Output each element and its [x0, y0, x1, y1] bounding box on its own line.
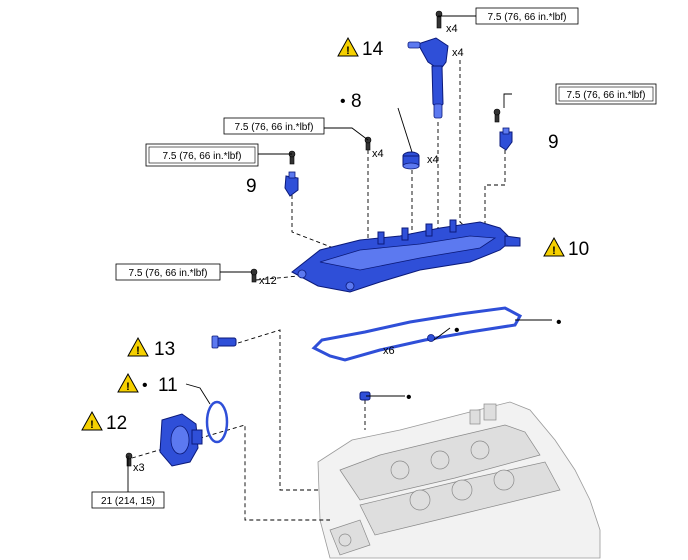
warning-icon-12: ! [81, 410, 103, 431]
torque-text-cover-bolts: 7.5 (76, 66 in.*lbf) [129, 268, 208, 279]
qty-coil-bolt: x4 [446, 23, 458, 35]
torque-label-bottom: 21 (214, 15) [91, 491, 165, 509]
pump-bolt [125, 452, 133, 467]
o-ring [205, 400, 229, 444]
warning-glyph: ! [126, 381, 130, 393]
qty-pump-bolt: x3 [133, 462, 145, 474]
cover-bolt [250, 268, 258, 283]
spark-plug-tube-seal [402, 151, 420, 170]
warning-icon-11: ! [117, 372, 139, 393]
torque-label-mid-plain: 7.5 (76, 66 in.*lbf) [223, 117, 325, 135]
callout-8: 8 [351, 91, 362, 112]
oil-control-valve [211, 335, 237, 349]
warning-icon-13: ! [127, 336, 149, 357]
callout-9-right: 9 [548, 132, 559, 153]
engine-cylinder-head [317, 401, 601, 559]
callout-14: 14 [362, 39, 384, 60]
callout-9-left: 9 [246, 176, 257, 197]
torque-text-top-coil: 7.5 (76, 66 in.*lbf) [488, 12, 567, 23]
camshaft-sensor-right [499, 127, 513, 151]
qty-seal: x4 [427, 154, 439, 166]
qty-gasket: x6 [383, 345, 395, 357]
camshaft-sensor-left [284, 171, 299, 197]
warning-icon-14: ! [337, 36, 359, 57]
qty-coil: x4 [452, 47, 464, 59]
warning-glyph: ! [552, 245, 556, 257]
warning-glyph: ! [346, 45, 350, 57]
torque-text-left-box: 7.5 (76, 66 in.*lbf) [163, 151, 242, 162]
torque-label-cover-bolts: 7.5 (76, 66 in.*lbf) [115, 263, 221, 281]
callout-10: 10 [568, 239, 589, 260]
callout-11: 11 [158, 375, 178, 396]
callout-13: 13 [154, 339, 175, 360]
warning-icon-10: ! [543, 236, 565, 257]
bullet-marker-11: • [142, 377, 148, 394]
bullet-marker-gasket-left: • [454, 322, 460, 339]
qty-seal-bolt: x4 [372, 148, 384, 160]
torque-text-mid-plain: 7.5 (76, 66 in.*lbf) [235, 122, 314, 133]
torque-text-right-box: 7.5 (76, 66 in.*lbf) [567, 90, 646, 101]
torque-label-left-box: 7.5 (76, 66 in.*lbf) [145, 143, 259, 167]
warning-glyph: ! [90, 419, 94, 431]
bullet-marker-8: • [340, 93, 346, 110]
sensor-bolt-left [288, 150, 296, 165]
torque-label-right-box: 7.5 (76, 66 in.*lbf) [555, 83, 657, 105]
warning-glyph: ! [136, 345, 140, 357]
leader-lines [127, 15, 552, 492]
bullet-marker-fitting: • [406, 389, 412, 406]
ignition-coil [407, 10, 449, 119]
sensor-bolt-right [493, 108, 501, 123]
bullet-marker-gasket-right: • [556, 314, 562, 331]
qty-cover-bolt: x12 [259, 275, 277, 287]
head-cover-gasket [311, 306, 523, 362]
torque-text-bottom: 21 (214, 15) [101, 496, 155, 507]
torque-label-top-coil: 7.5 (76, 66 in.*lbf) [475, 7, 579, 25]
cylinder-head-cover [291, 219, 521, 293]
callout-12: 12 [106, 413, 127, 434]
vacuum-pump [159, 413, 203, 467]
